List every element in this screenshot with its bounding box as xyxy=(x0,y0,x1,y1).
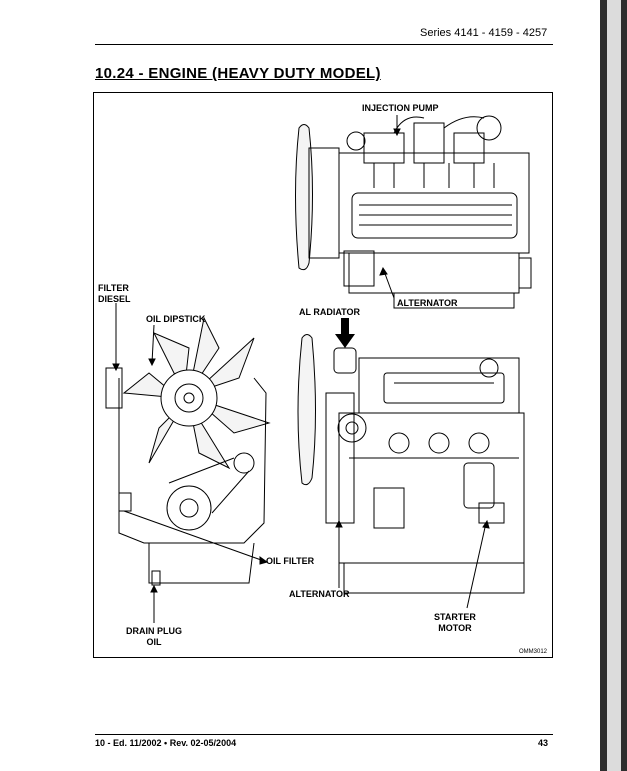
series-header: Series 4141 - 4159 - 4257 xyxy=(420,27,548,39)
viewer-scrollbar[interactable] xyxy=(607,0,621,771)
leader-lines xyxy=(112,115,490,623)
header-rule xyxy=(95,44,553,45)
page-number: 43 xyxy=(538,738,549,748)
label-oil-dipstick: OIL DIPSTICK xyxy=(146,314,206,324)
engine-drawing xyxy=(105,115,532,623)
section-title: 10.24 - ENGINE (HEAVY DUTY MODEL) xyxy=(95,65,381,82)
side-engine-drawing xyxy=(297,334,525,594)
document-page: Series 4141 - 4159 - 4257 10.24 - ENGINE… xyxy=(0,0,600,771)
label-injection-pump: INJECTION PUMP xyxy=(362,103,439,113)
label-drain-plug-oil: DRAIN PLUG OIL xyxy=(126,626,182,647)
engine-figure: INJECTION PUMP ALTERNATOR FILTER DIESEL … xyxy=(93,92,553,658)
label-alternator-bottom: ALTERNATOR xyxy=(289,589,350,599)
top-engine-drawing xyxy=(295,115,532,309)
label-oil-filter: OIL FILTER xyxy=(266,556,315,566)
footer-edition: 10 - Ed. 11/2002 • Rev. 02-05/2004 xyxy=(95,738,237,748)
label-filter-diesel: FILTER DIESEL xyxy=(98,283,131,304)
front-engine-drawing xyxy=(105,316,271,586)
radiator-arrow xyxy=(335,318,355,348)
label-al-radiator: AL RADIATOR xyxy=(299,307,361,317)
label-starter-motor: STARTER MOTOR xyxy=(434,612,476,633)
label-alternator-top: ALTERNATOR xyxy=(397,298,458,308)
figure-code: OMM3012 xyxy=(519,649,548,655)
footer-rule xyxy=(95,734,553,735)
